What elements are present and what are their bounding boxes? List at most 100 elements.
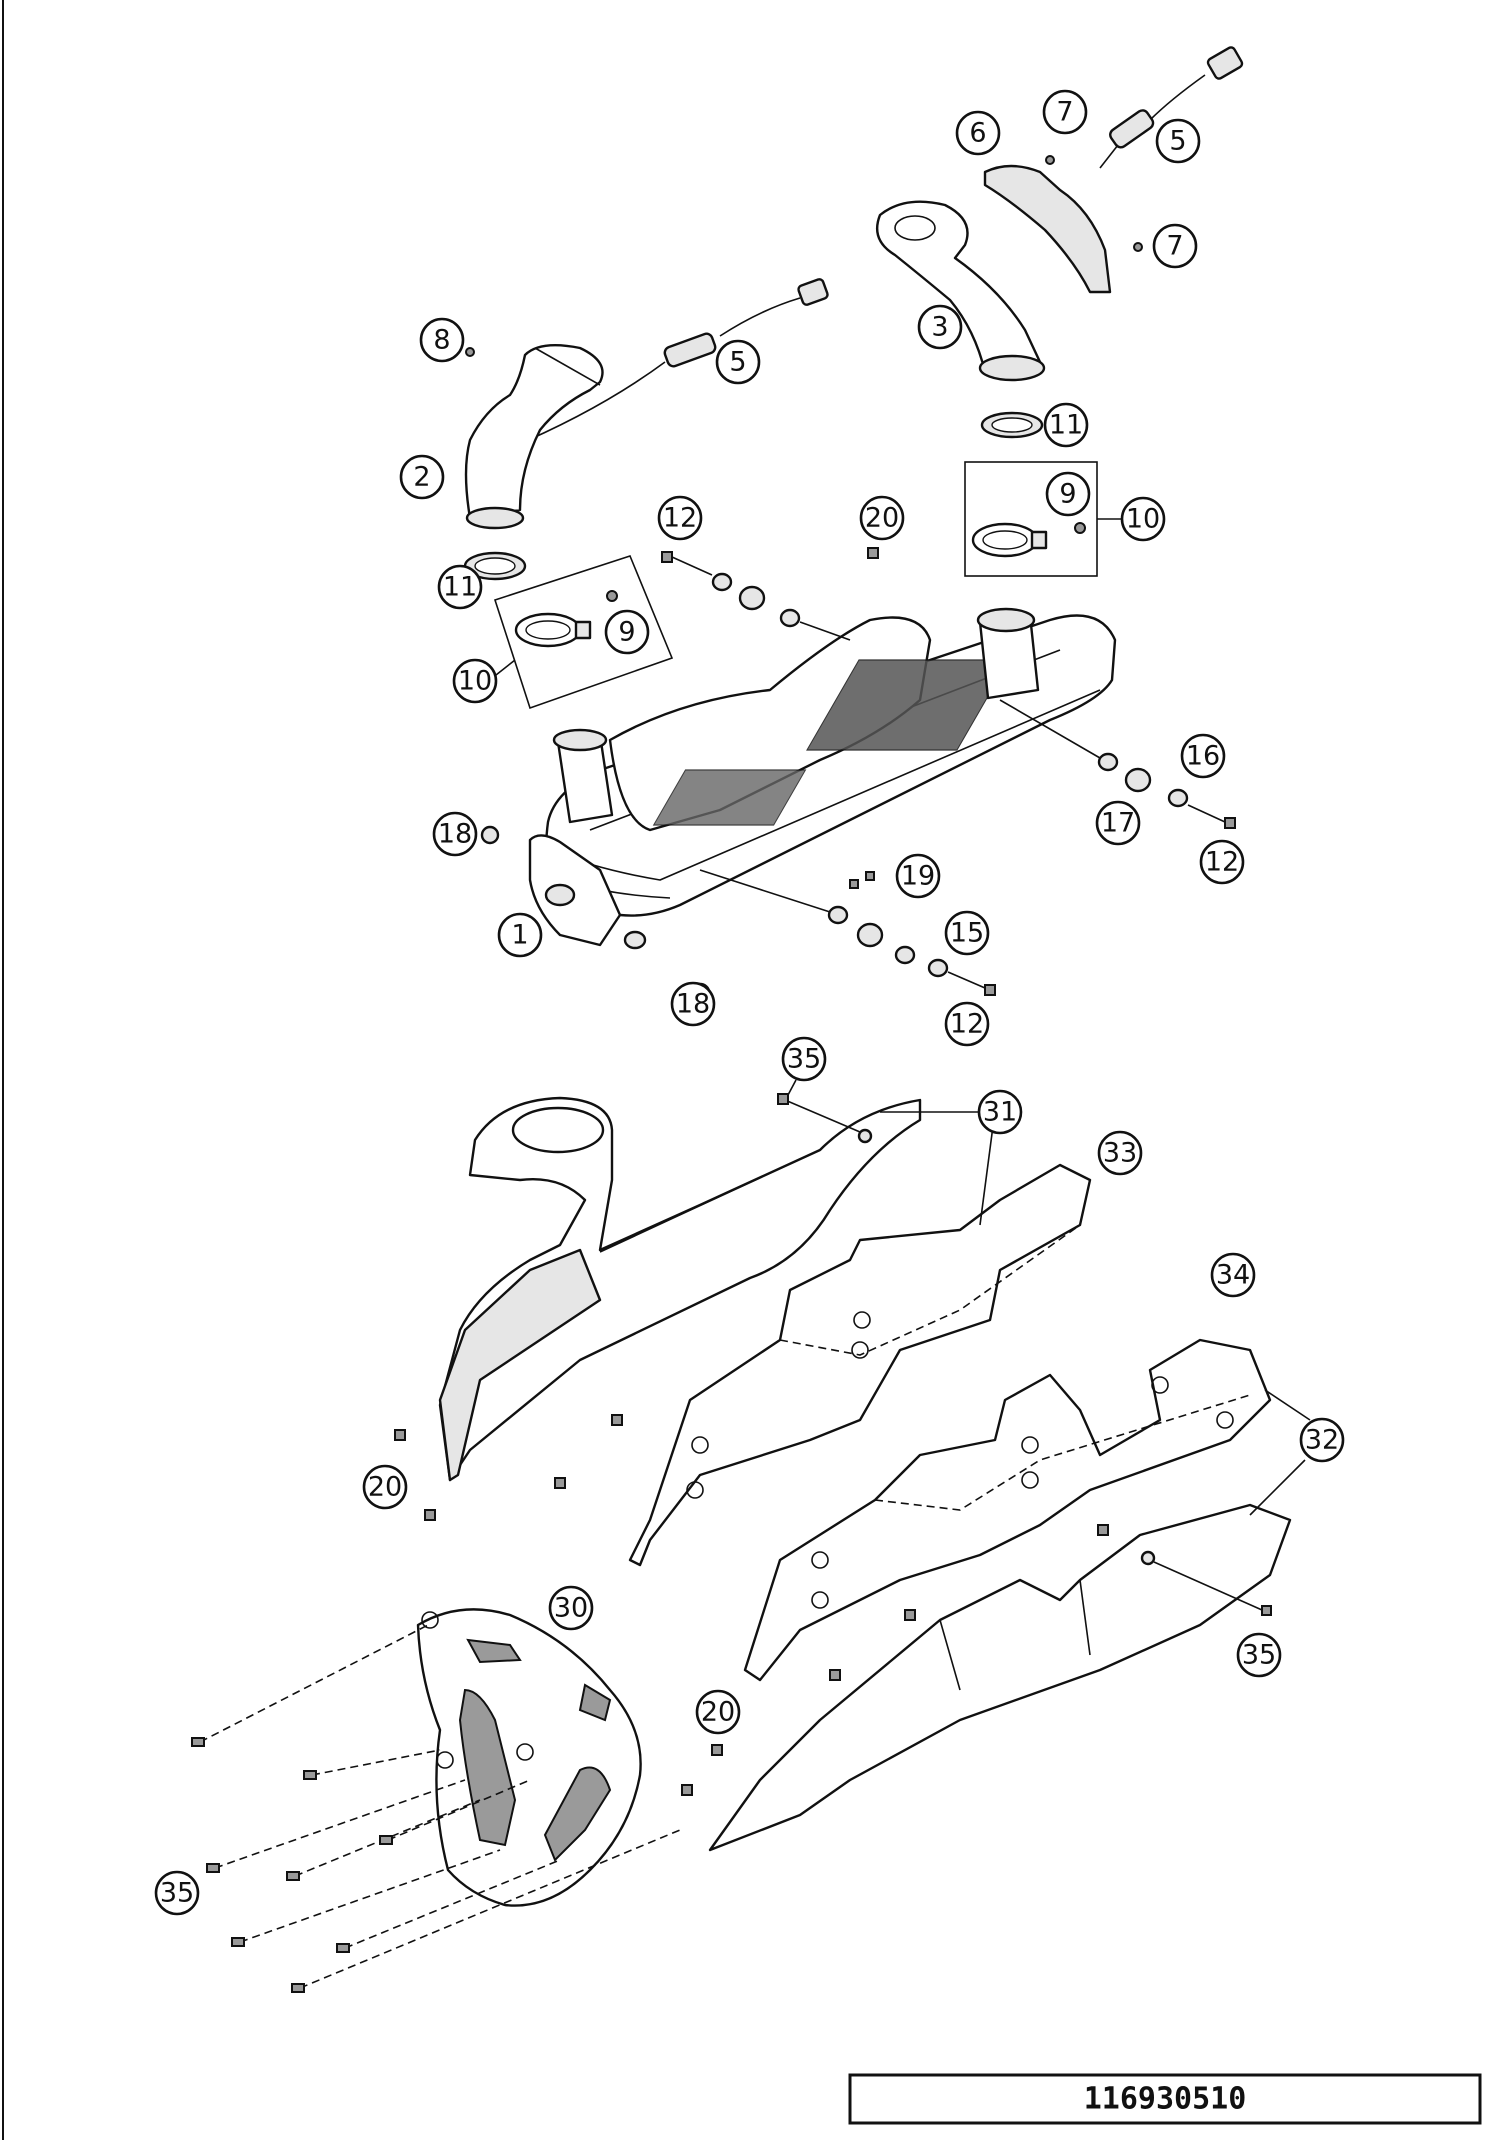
svg-text:35: 35 xyxy=(787,1044,821,1075)
callout-10-front: 10 xyxy=(452,658,498,704)
clip-20-left-c xyxy=(554,1477,566,1489)
callout-33: 33 xyxy=(1097,1130,1143,1176)
svg-text:12: 12 xyxy=(950,1009,984,1040)
callout-9-rear: 9 xyxy=(1045,471,1091,517)
clip-20-cap-b xyxy=(681,1784,693,1796)
svg-text:18: 18 xyxy=(676,989,710,1020)
svg-text:10: 10 xyxy=(1126,504,1160,535)
leader-10-front xyxy=(495,659,516,676)
svg-text:9: 9 xyxy=(1059,479,1076,510)
mounting-hardware-right xyxy=(999,699,1236,829)
callout-11-front: 11 xyxy=(437,564,483,610)
callout-20-top: 20 xyxy=(859,495,905,541)
clip-32c xyxy=(829,1669,841,1681)
svg-text:6: 6 xyxy=(969,118,986,149)
callout-18-left: 18 xyxy=(432,811,478,857)
side-cover-long xyxy=(438,1093,922,1482)
callout-11-rear: 11 xyxy=(1043,402,1089,448)
callout-20-cap: 20 xyxy=(695,1689,741,1735)
callout-12-bottom: 12 xyxy=(944,1001,990,1047)
svg-text:33: 33 xyxy=(1103,1138,1137,1169)
svg-text:10: 10 xyxy=(458,666,492,697)
callout-5-front: 5 xyxy=(715,339,761,385)
svg-text:11: 11 xyxy=(1049,410,1083,441)
callout-20-left: 20 xyxy=(362,1464,408,1510)
svg-text:30: 30 xyxy=(554,1593,588,1624)
svg-text:20: 20 xyxy=(865,503,899,534)
callout-12-top: 12 xyxy=(657,495,703,541)
svg-text:9: 9 xyxy=(618,617,635,648)
grommet-18-left xyxy=(480,825,500,845)
callout-35-left: 35 xyxy=(154,1870,200,1916)
callout-12-right: 12 xyxy=(1199,839,1245,885)
clip-20-left-b xyxy=(424,1509,436,1521)
svg-text:35: 35 xyxy=(1242,1640,1276,1671)
clamp-kit-rear xyxy=(964,461,1098,577)
callout-35-right: 35 xyxy=(1236,1632,1282,1678)
clip-19a xyxy=(849,879,859,889)
clamp-kit-front xyxy=(493,555,674,710)
callout-5-rear: 5 xyxy=(1155,118,1201,164)
callout-32: 32 xyxy=(1299,1417,1345,1463)
callout-34: 34 xyxy=(1210,1252,1256,1298)
clip-20-left-a xyxy=(394,1429,406,1441)
drawing-reference-box: 116930510 xyxy=(848,2073,1482,2125)
screw-7-right xyxy=(1133,242,1143,252)
exhaust-header-front xyxy=(464,344,604,530)
svg-text:20: 20 xyxy=(368,1472,402,1503)
callout-10-rear: 10 xyxy=(1120,496,1166,542)
callout-8: 8 xyxy=(419,317,465,363)
svg-text:35: 35 xyxy=(160,1878,194,1909)
lower-heat-shield-32 xyxy=(708,1503,1292,1852)
svg-text:3: 3 xyxy=(931,312,948,343)
svg-text:5: 5 xyxy=(729,347,746,378)
callout-6: 6 xyxy=(955,110,1001,156)
svg-text:16: 16 xyxy=(1186,741,1220,772)
svg-text:12: 12 xyxy=(663,503,697,534)
svg-text:17: 17 xyxy=(1101,808,1135,839)
callout-30: 30 xyxy=(548,1585,594,1631)
mounting-hardware-lower xyxy=(699,869,996,996)
clip-20-left-d xyxy=(611,1414,623,1426)
screw-8 xyxy=(465,347,475,357)
screw-7-top xyxy=(1045,155,1055,165)
clip-20-cap-a xyxy=(711,1744,723,1756)
svg-text:19: 19 xyxy=(901,861,935,892)
callout-2: 2 xyxy=(399,454,445,500)
clip-19b xyxy=(865,871,875,881)
svg-text:8: 8 xyxy=(433,325,450,356)
insulation-panel-34 xyxy=(743,1338,1272,1682)
callout-15: 15 xyxy=(944,910,990,956)
insulation-panel-33 xyxy=(628,1163,1092,1567)
svg-text:12: 12 xyxy=(1205,847,1239,878)
muffler-end-cap xyxy=(416,1608,642,1907)
clip-20-top xyxy=(867,547,879,559)
callout-31: 31 xyxy=(977,1089,1023,1135)
svg-text:20: 20 xyxy=(701,1697,735,1728)
lambda-sensor-rear xyxy=(1099,46,1244,169)
svg-text:1: 1 xyxy=(511,920,528,951)
svg-text:18: 18 xyxy=(438,819,472,850)
svg-text:7: 7 xyxy=(1166,231,1183,262)
end-cap-screws-35 xyxy=(191,1624,681,1993)
callout-35-top: 35 xyxy=(781,1036,827,1082)
callout-18-bottom: 18 xyxy=(670,981,716,1027)
svg-text:31: 31 xyxy=(983,1097,1017,1128)
svg-text:15: 15 xyxy=(950,918,984,949)
lambda-sensor-front xyxy=(509,278,829,449)
clip-32b xyxy=(904,1609,916,1621)
svg-text:32: 32 xyxy=(1305,1425,1339,1456)
side-cover-inner xyxy=(438,1248,602,1482)
muffler-body xyxy=(528,607,1117,950)
callout-17: 17 xyxy=(1095,800,1141,846)
leader-35-top xyxy=(787,1079,797,1096)
svg-text:5: 5 xyxy=(1169,126,1186,157)
callout-1: 1 xyxy=(497,912,543,958)
callout-9-front: 9 xyxy=(604,609,650,655)
svg-text:2: 2 xyxy=(413,462,430,493)
drawing-reference-number: 116930510 xyxy=(1084,2082,1247,2117)
svg-text:7: 7 xyxy=(1056,97,1073,128)
exhaust-header-rear xyxy=(875,200,1046,382)
svg-text:34: 34 xyxy=(1216,1260,1250,1291)
